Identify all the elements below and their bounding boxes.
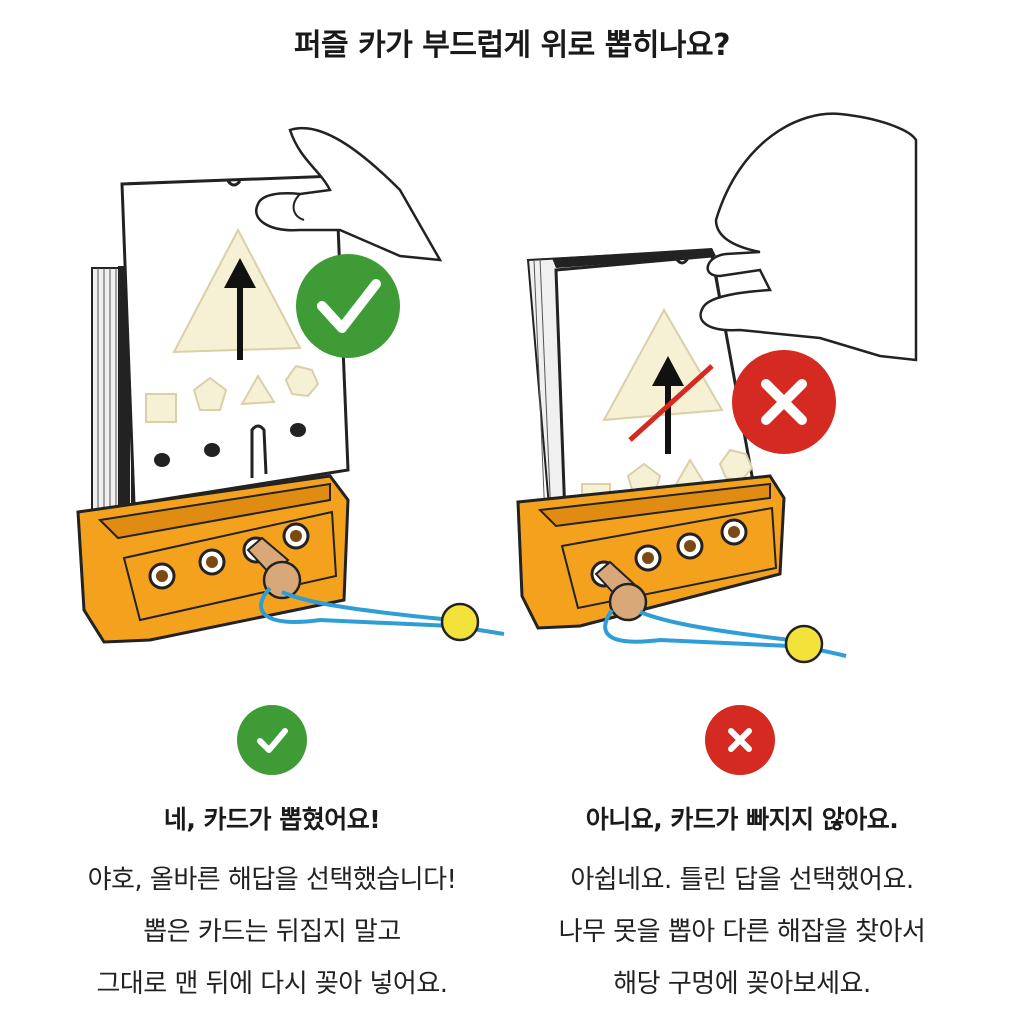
success-line-1: 야호, 올바른 해답을 선택했습니다! — [87, 865, 457, 895]
right-illustration — [516, 112, 918, 664]
page-title: 퍼즐 카가 부드럽게 위로 뽑히나요? — [293, 28, 731, 63]
strike-line — [628, 364, 714, 442]
hexagon-shape — [284, 364, 320, 398]
failure-line-1: 아쉽네요. 틀린 답을 선택했어요. — [570, 865, 914, 895]
success-line-2: 뽑은 카드는 뒤집지 말고 — [143, 917, 401, 947]
success-badge — [237, 705, 307, 775]
check-icon — [317, 279, 381, 333]
square-shape — [145, 393, 177, 423]
cord-left — [259, 586, 505, 636]
stand-right — [516, 474, 786, 630]
failure-heading: 아니요, 카드가 빠지지 않아요. — [585, 805, 899, 834]
check-badge-large — [296, 254, 400, 358]
cross-icon — [761, 379, 807, 425]
success-column: 네, 카드가 뽑혔어요! 야호, 올바른 해답을 선택했습니다! 뽑은 카드는 … — [32, 800, 512, 1010]
illustrations — [76, 112, 918, 664]
stuck-card — [554, 254, 762, 546]
arrow-up-icon — [652, 356, 684, 386]
wooden-peg — [262, 560, 302, 600]
pulled-card — [120, 174, 350, 506]
hand-left — [255, 126, 443, 262]
pentagon-shape — [192, 376, 228, 411]
success-line-3: 그대로 맨 뒤에 다시 꽂아 넣어요. — [96, 969, 448, 999]
check-icon — [257, 728, 288, 753]
hand-right — [699, 112, 918, 362]
failure-line-3: 해당 구멍에 꽂아보세요. — [613, 969, 871, 999]
bead-right — [784, 624, 824, 664]
failure-column: 아니요, 카드가 빠지지 않아요. 아쉽네요. 틀린 답을 선택했어요. 나무 … — [502, 800, 982, 1010]
stand-left — [76, 474, 350, 644]
bead-left — [440, 602, 480, 642]
failure-badge — [705, 705, 775, 775]
cross-icon — [728, 728, 752, 752]
small-triangle-shape — [240, 374, 276, 406]
arrow-up-icon — [224, 258, 256, 288]
success-heading: 네, 카드가 뽑혔어요! — [163, 805, 381, 834]
left-illustration — [76, 126, 505, 644]
failure-line-2: 나무 못을 뽑아 다른 해잡을 찾아서 — [558, 917, 926, 947]
